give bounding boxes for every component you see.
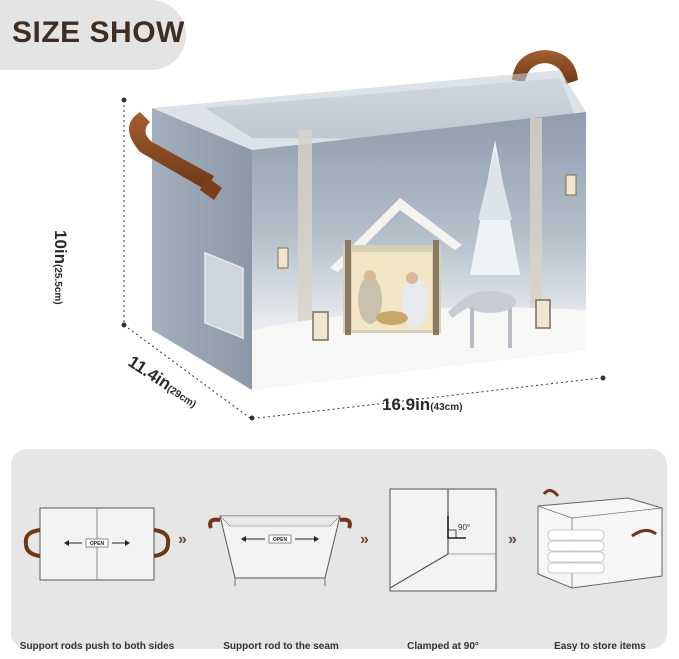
- storage-bin-illustration: [121, 50, 606, 421]
- step-arrow-3: »: [508, 531, 517, 548]
- step-3-caption: Clamped at 90°: [407, 641, 479, 652]
- folded-towels: [547, 529, 605, 574]
- step-3-illustration: 90°: [389, 488, 497, 592]
- step-1-caption: Support rods push to both sides: [19, 641, 175, 652]
- front-handle: [129, 112, 214, 190]
- angle-label: 90°: [458, 523, 470, 532]
- side-label-window: [204, 251, 244, 340]
- bin-rim: [152, 70, 586, 150]
- step-2-illustration: OPEN: [208, 515, 352, 586]
- step-1-illustration: OPEN: [23, 507, 171, 581]
- step-4-illustration: [537, 489, 663, 589]
- step-arrow-1: »: [178, 531, 187, 548]
- nativity-scene: [252, 118, 586, 390]
- width-dimension: 16.9in(43cm): [382, 395, 463, 414]
- size-show-title: SIZE SHOW: [12, 16, 185, 49]
- open-label-2: OPEN: [273, 537, 288, 543]
- dimension-endpoints: [121, 97, 606, 421]
- step-arrow-2: »: [360, 531, 369, 548]
- dimension-lines: [123, 100, 601, 419]
- size-show-badge: SIZE SHOW: [0, 0, 186, 70]
- step-2-caption: Support rod to the seam: [223, 641, 339, 652]
- back-handle: [512, 50, 578, 84]
- open-label-1: OPEN: [90, 541, 105, 547]
- height-dimension: 10in(25.5cm): [51, 230, 70, 305]
- step-4-caption: Easy to store items: [554, 641, 646, 652]
